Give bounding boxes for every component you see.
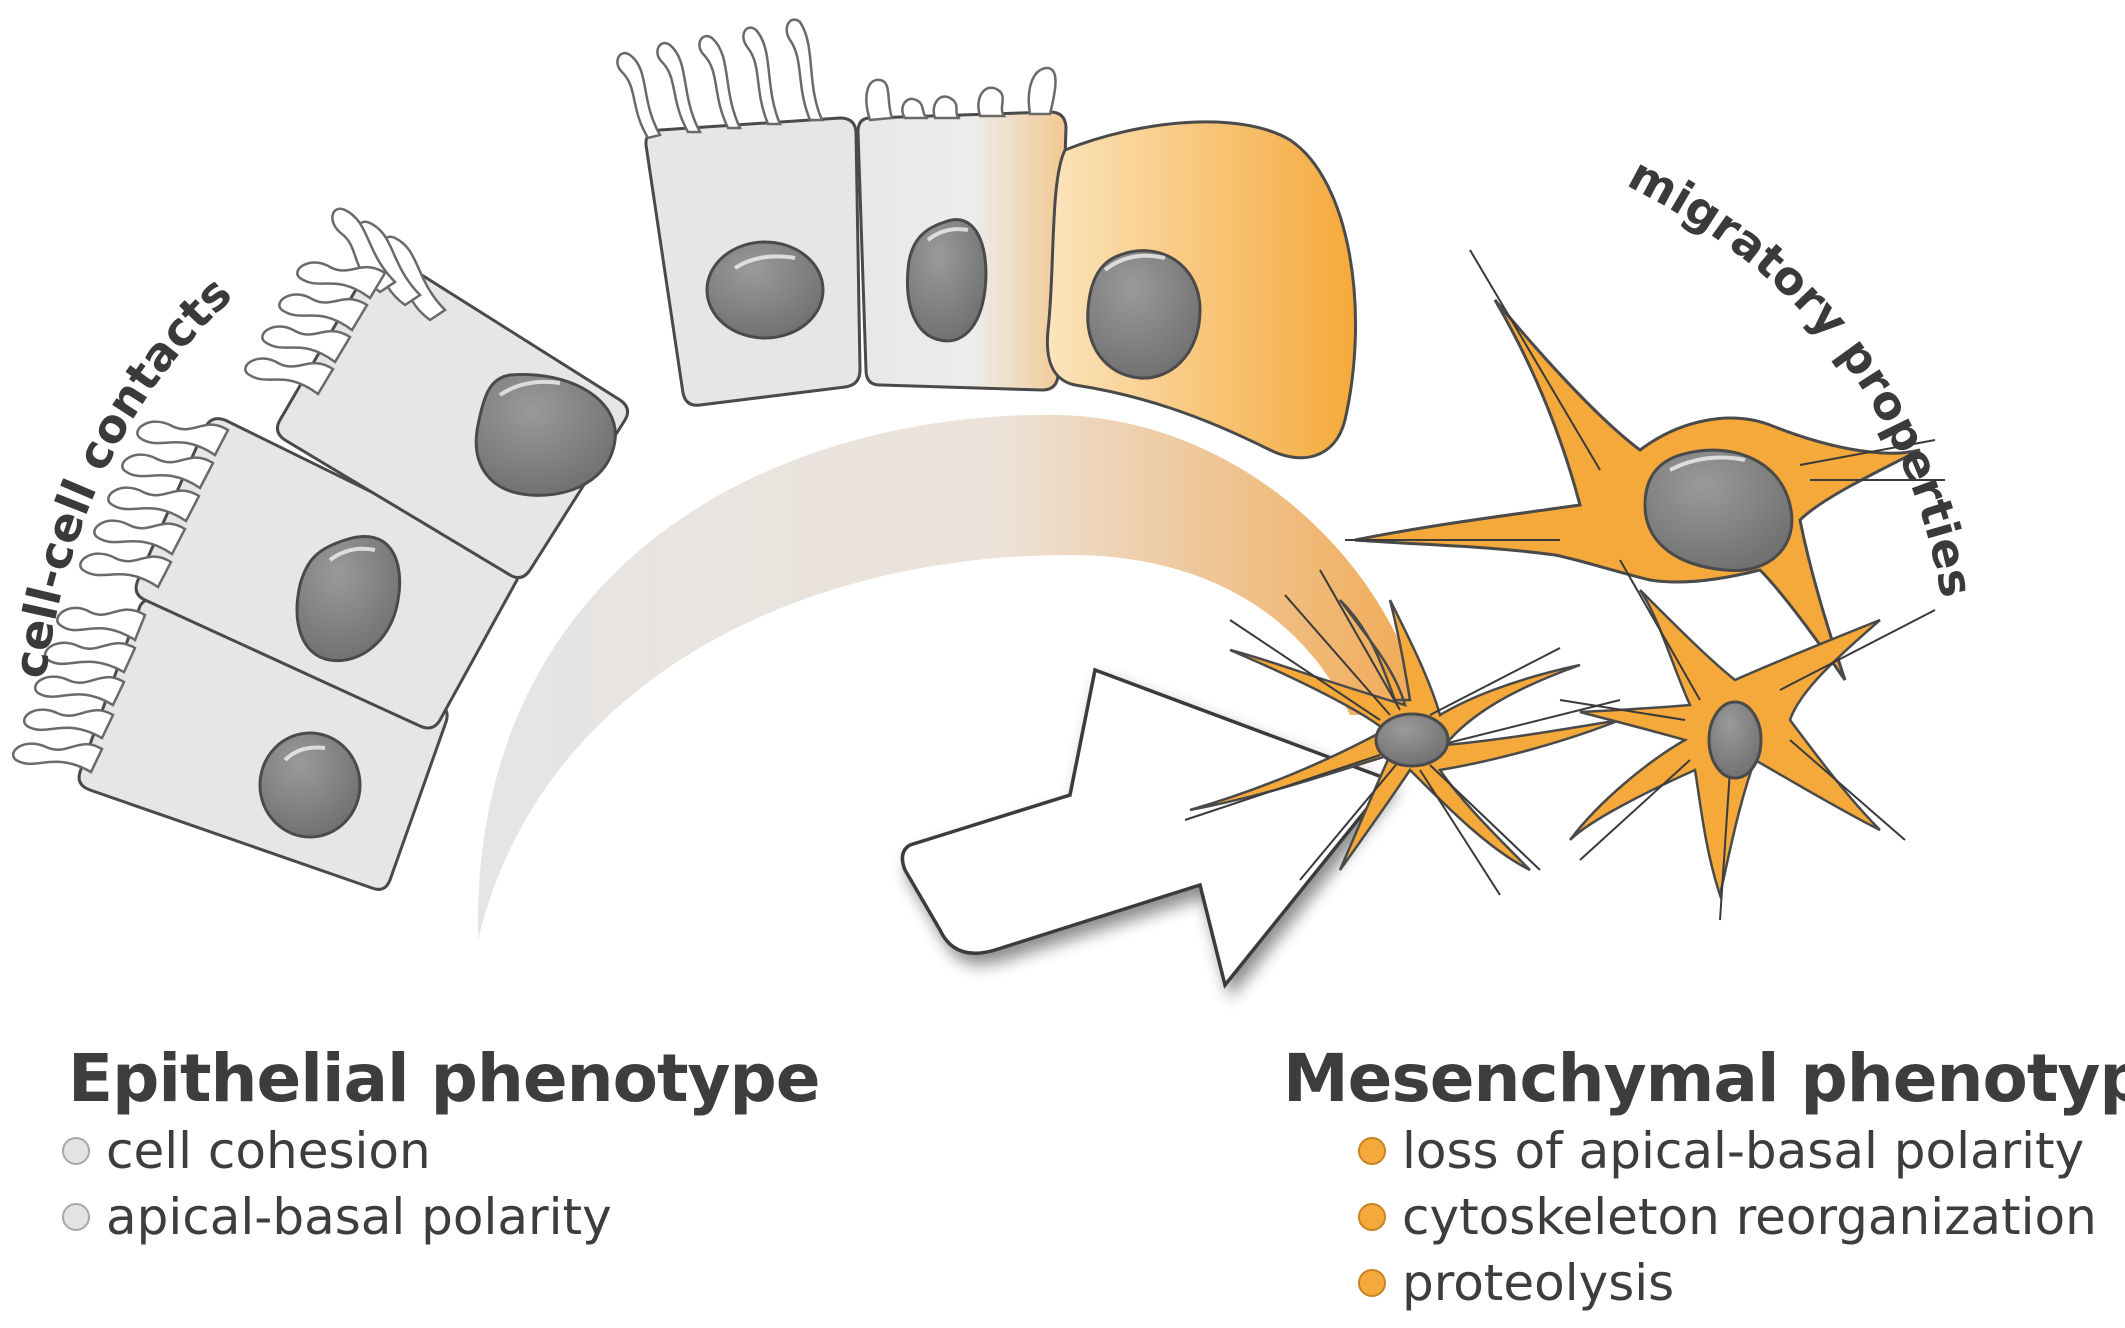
mesenchymal-cell-large [1345,249,1945,681]
mesenchymal-feature: proteolysis [1358,1250,2097,1316]
mesenchymal-features: loss of apical-basal polarity cytoskelet… [1358,1118,2097,1316]
orange-bullet-icon [1358,1269,1386,1297]
epithelial-feature: apical-basal polarity [62,1184,612,1250]
nucleus [1086,249,1202,380]
epithelial-cell-5 [856,66,1068,392]
epithelial-title: Epithelial phenotype [68,1040,821,1117]
orange-bullet-icon [1358,1203,1386,1231]
epithelial-cell-1 [12,597,449,891]
epithelial-features: cell cohesion apical-basal polarity [62,1118,612,1250]
mesenchymal-cell-medium [1559,559,1936,921]
mesenchymal-feature: loss of apical-basal polarity [1358,1118,2097,1184]
mesenchymal-feature: cytoskeleton reorganization [1358,1184,2097,1250]
nucleus [295,534,402,663]
mesenchymal-title: Mesenchymal phenotype [1283,1040,2125,1117]
mesenchymal-cell-small [1184,569,1621,896]
epithelial-feature-text: cell cohesion [106,1122,431,1180]
epithelial-cell-2 [79,417,520,730]
nucleus [1643,448,1794,573]
transition-arc [477,414,1425,940]
nucleus [474,372,617,497]
grey-bullet-icon [62,1203,90,1231]
nucleus [905,218,988,343]
epithelial-cell-4 [616,18,862,407]
mesenchymal-feature-text: loss of apical-basal polarity [1402,1122,2085,1180]
nucleus [1707,700,1763,780]
mesenchymal-feature-text: cytoskeleton reorganization [1402,1188,2097,1246]
mesenchymal-feature-text: proteolysis [1402,1254,1675,1312]
orange-bullet-icon [1358,1137,1386,1165]
epithelial-feature-text: apical-basal polarity [106,1188,612,1246]
epithelial-cell-3 [244,207,630,580]
nucleus [1374,712,1450,768]
transitional-cell [1045,120,1358,460]
epithelial-feature: cell cohesion [62,1118,612,1184]
grey-bullet-icon [62,1137,90,1165]
transition-arrow [900,667,1393,989]
